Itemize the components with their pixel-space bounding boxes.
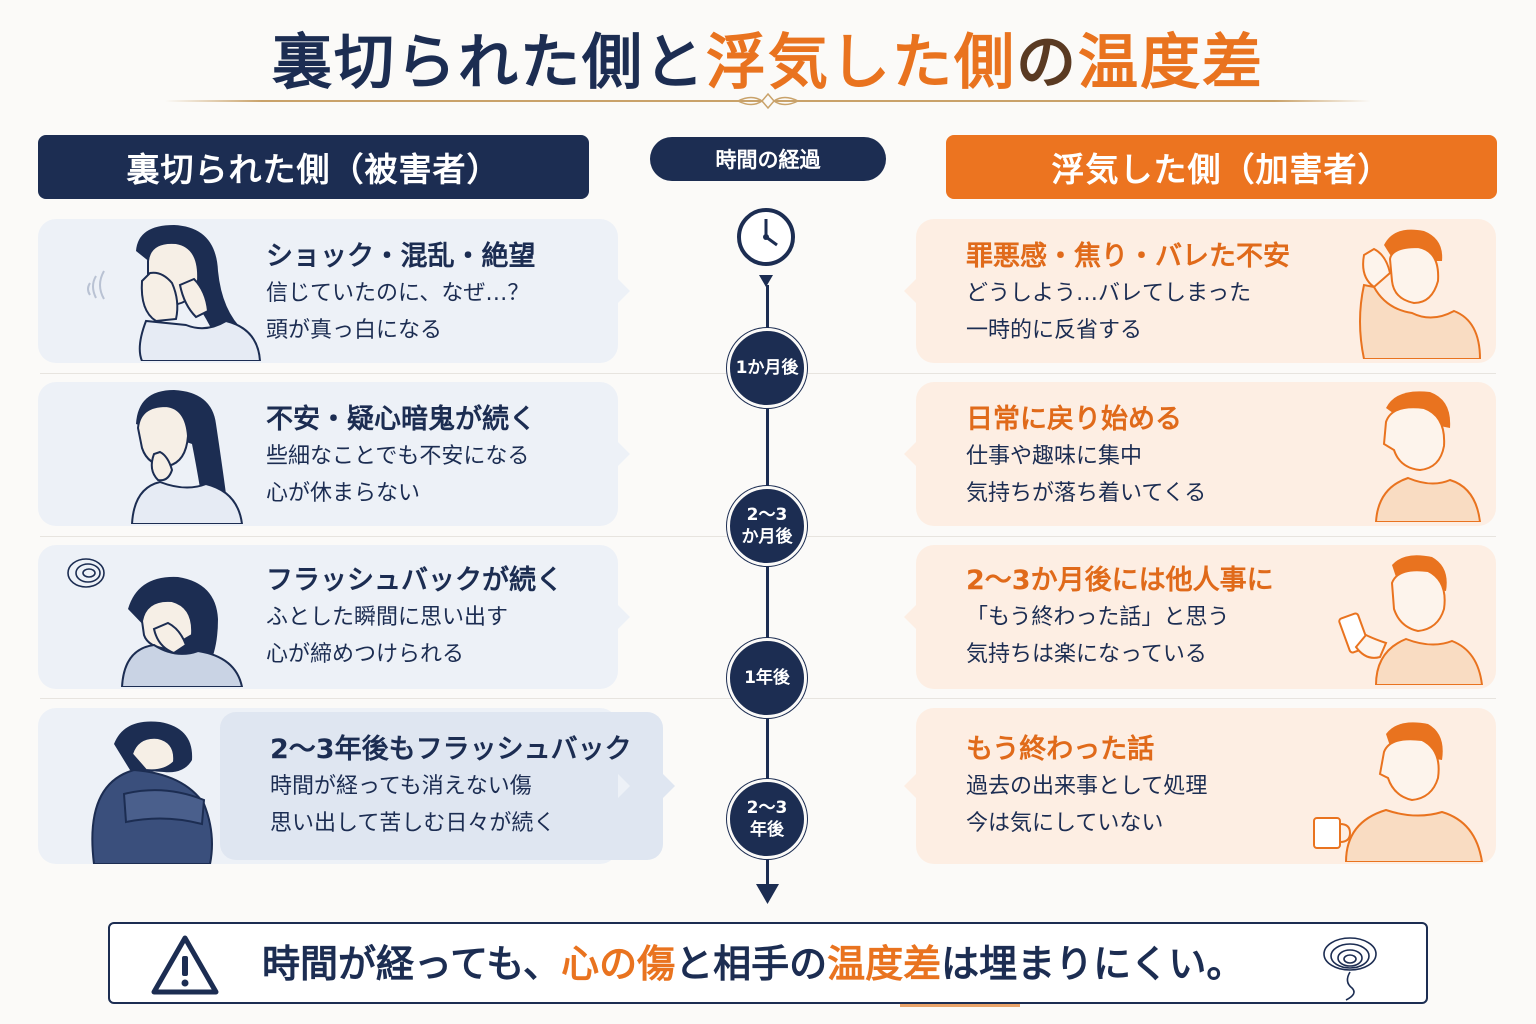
cheater-line: 過去の出来事として処理: [966, 774, 1208, 799]
highlight-bubble: [220, 712, 675, 860]
victim-card-3: フラッシュバックが続く ふとした瞬間に思い出す 心が締めつけられる: [38, 545, 630, 689]
cheater-card-4: もう終わった話 過去の出来事として処理 今は気にしていない: [904, 708, 1496, 864]
victim-card-1: ショック・混乱・絶望 信じていたのに、なぜ…？ 頭が真っ白になる: [38, 219, 630, 363]
victim-line: 些細なことでも不安になる: [266, 444, 530, 469]
title-cheater: 浮気した側: [706, 28, 1016, 98]
victim-line: ふとした瞬間に思い出す: [266, 605, 509, 630]
divider-ornament-icon: [736, 92, 800, 110]
timeline-node: 2〜3 年後: [727, 779, 807, 859]
cheater-heading: もう終わった話: [966, 734, 1155, 765]
conclusion-text: 時間が経っても、心の傷と相手の温度差は埋まりにくい。: [262, 932, 1244, 996]
title-gap: 温度差: [1078, 28, 1264, 98]
cheater-heading: 日常に戻り始める: [966, 404, 1182, 435]
man-with-phone-icon: [1338, 555, 1484, 685]
cheater-line: 気持ちは楽になっている: [966, 642, 1207, 667]
conclusion-part: と相手の: [675, 941, 828, 986]
title-no: の: [1016, 28, 1078, 98]
cheater-header: 浮気した側（加害者）: [946, 135, 1497, 199]
cheater-line: 「もう終わった話」と思う: [966, 605, 1230, 630]
cheater-line: 一時的に反省する: [966, 318, 1143, 343]
cheater-card-2: 日常に戻り始める 仕事や趣味に集中 気持ちが落ち着いてくる: [904, 382, 1496, 526]
mug-icon: [1313, 817, 1352, 849]
swirl-icon: [67, 558, 105, 588]
cheater-card-1: 罪悪感・焦り・バレた不安 どうしよう…バレてしまった 一時的に反省する: [904, 219, 1496, 363]
clock-icon: [737, 208, 795, 287]
man-profile-icon: [1374, 391, 1482, 522]
cheater-heading: 罪悪感・焦り・バレた不安: [966, 241, 1290, 272]
victim-header: 裏切られた側（被害者）: [38, 135, 589, 199]
timeline-node: 2〜3 か月後: [727, 486, 807, 566]
victim-card-2: 不安・疑心暗鬼が続く 些細なことでも不安になる 心が休まらない: [38, 382, 630, 526]
victim-line: 頭が真っ白になる: [266, 318, 443, 343]
cheater-heading: 2〜3か月後には他人事に: [966, 565, 1274, 596]
woman-curled-up-icon: [91, 721, 213, 864]
victim-line: 心が締めつけられる: [266, 642, 465, 667]
cheater-card-3: 2〜3か月後には他人事に 「もう終わった話」と思う 気持ちは楽になっている: [904, 545, 1496, 689]
man-hand-on-head-icon: [1359, 229, 1482, 359]
victim-heading: フラッシュバックが続く: [266, 565, 563, 596]
highlight-underline: [900, 1004, 1020, 1007]
warning-triangle-icon: [151, 935, 219, 995]
title-victim: 裏切られた側: [272, 28, 644, 98]
victim-heading: 不安・疑心暗鬼が続く: [266, 404, 536, 435]
timeline-node: 1か月後: [727, 328, 807, 408]
conclusion-part: は埋まりにくい。: [941, 941, 1245, 986]
page-title: 裏切られた側と浮気した側の温度差: [0, 14, 1536, 98]
cheater-line: 今は気にしていない: [966, 811, 1164, 836]
timeline-arrow-icon: [756, 884, 779, 904]
timeline-header: 時間の経過: [650, 137, 886, 181]
victim-line: 時間が経っても消えない傷: [270, 774, 532, 799]
woman-anxious-icon: [130, 390, 244, 524]
swirl-icon: [1323, 937, 1377, 1001]
man-with-mug-icon: [1313, 722, 1484, 862]
title-and: と: [644, 28, 706, 98]
woman-head-in-hands-icon: [87, 225, 262, 361]
victim-line: 信じていたのに、なぜ…？: [266, 281, 530, 306]
cheater-line: 仕事や趣味に集中: [966, 444, 1143, 469]
conclusion-highlight: 温度差: [827, 941, 942, 986]
victim-card-4: 2〜3年後もフラッシュバック 時間が経っても消えない傷 思い出して苦しむ日々が続…: [38, 708, 675, 864]
victim-heading: ショック・混乱・絶望: [266, 241, 536, 272]
timeline-line: [766, 285, 769, 885]
cheater-line: どうしよう…バレてしまった: [966, 281, 1252, 306]
woman-flashback-icon: [67, 558, 244, 687]
conclusion-highlight: 心の傷: [561, 941, 676, 986]
victim-heading: 2〜3年後もフラッシュバック: [270, 734, 632, 765]
victim-line: 心が休まらない: [266, 481, 421, 506]
timeline-node: 1年後: [727, 638, 807, 718]
victim-line: 思い出して苦しむ日々が続く: [270, 811, 556, 836]
conclusion-part: 時間が経っても、: [262, 941, 562, 986]
conclusion-banner: 時間が経っても、心の傷と相手の温度差は埋まりにくい。: [108, 922, 1428, 1007]
cheater-line: 気持ちが落ち着いてくる: [966, 481, 1207, 506]
